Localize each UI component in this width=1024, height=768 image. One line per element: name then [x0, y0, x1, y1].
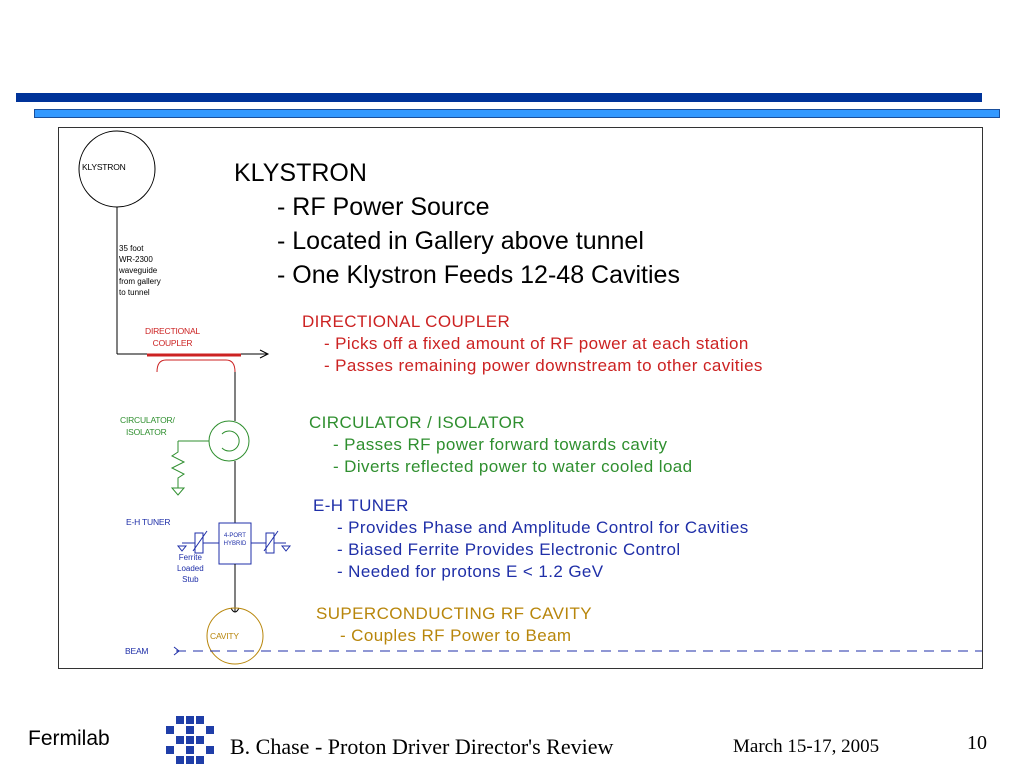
klystron-section: KLYSTRON - RF Power Source - Located in …	[234, 156, 680, 292]
beam-arrow-icon	[173, 646, 180, 656]
cavity-section: SUPERCONDUCTING RF CAVITY - Couples RF P…	[316, 604, 593, 645]
circulator-section: CIRCULATOR / ISOLATOR - Passes RF power …	[309, 413, 693, 476]
footer-org: Fermilab	[28, 727, 110, 750]
footer-date: March 15-17, 2005	[733, 736, 880, 757]
coupler-loop	[156, 359, 236, 373]
cavity-circle	[206, 607, 264, 665]
cavity-title: SUPERCONDUCTING RF CAVITY	[316, 604, 593, 623]
directional-coupler-label: DIRECTIONAL COUPLER	[145, 326, 200, 348]
fermilab-logo	[166, 716, 214, 764]
page-number: 10	[967, 732, 987, 754]
beam-label: BEAM	[125, 646, 149, 656]
footer-center: B. Chase - Proton Driver Director's Revi…	[230, 734, 614, 759]
coupler-title: DIRECTIONAL COUPLER	[302, 312, 511, 331]
eh-tuner-label: E-H TUNER	[126, 517, 171, 527]
load-resistor-icon	[170, 441, 186, 488]
waveguide-note: 35 foot WR-2300 waveguide from gallery t…	[119, 244, 161, 297]
header-bar-dark	[16, 93, 982, 102]
circulator-label: CIRCULATOR/ ISOLATOR	[120, 415, 175, 437]
circulator-title: CIRCULATOR / ISOLATOR	[309, 413, 525, 432]
circulator-arrow-icon	[221, 430, 240, 452]
arrow-right-icon	[259, 349, 270, 359]
circulator-circle	[208, 420, 250, 462]
ground-icon	[170, 487, 186, 496]
tuner-section: E-H TUNER - Provides Phase and Amplitude…	[313, 496, 749, 581]
coupler-section: DIRECTIONAL COUPLER - Picks off a fixed …	[302, 312, 763, 375]
header-bar-light	[34, 109, 1000, 118]
klystron-label: KLYSTRON	[82, 162, 126, 172]
cavity-label: CAVITY	[210, 631, 239, 641]
hybrid-label: 4-PORT HYBRID	[223, 533, 247, 547]
slide-frame	[58, 127, 983, 669]
ferrite-note: Ferrite Loaded Stub	[177, 553, 204, 584]
klystron-title: KLYSTRON	[234, 159, 367, 187]
tuner-title: E-H TUNER	[313, 496, 409, 515]
